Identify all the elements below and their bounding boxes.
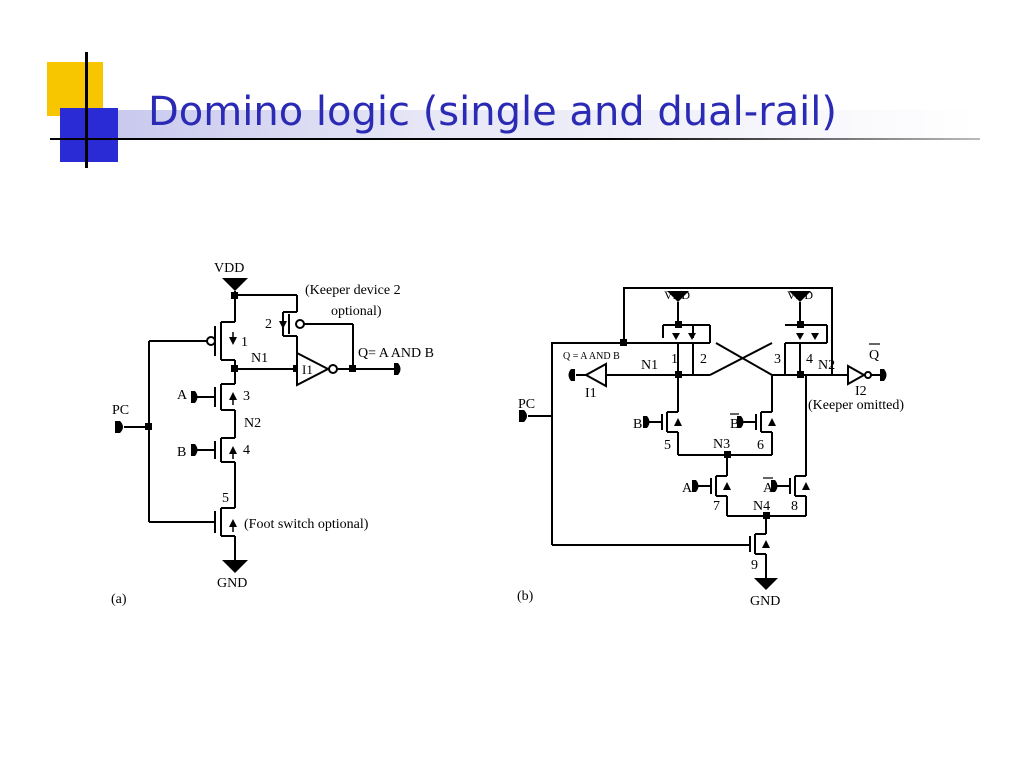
diagram-b-labels: VDD VDD Q = A AND B N1 1 2 3 4 N2 Q I2 I… — [517, 288, 904, 609]
a-vdd-label: VDD — [214, 261, 244, 276]
diagram-b — [519, 287, 887, 590]
b-keeper-label: (Keeper omitted) — [808, 398, 904, 413]
a-n2-label: N2 — [244, 416, 261, 431]
b-pc-label: PC — [518, 397, 535, 412]
b-t9-label: 9 — [751, 558, 758, 573]
a-input-b-label: B — [177, 445, 186, 460]
a-t4-label: 4 — [243, 443, 250, 458]
decor-horizontal-line — [50, 138, 980, 140]
b-input-bbar-label: B — [730, 417, 739, 432]
a-t5-label: 5 — [222, 491, 229, 506]
b-input-a-label: A — [682, 481, 693, 496]
b-output-label: Q = A AND B — [563, 351, 620, 362]
b-qbar-label: Q — [869, 348, 879, 363]
a-pc-label: PC — [112, 403, 129, 418]
a-t3-label: 3 — [243, 389, 250, 404]
b-t6-label: 6 — [757, 438, 764, 453]
b-i1-label: I1 — [585, 386, 597, 401]
b-i2-label: I2 — [855, 384, 867, 399]
decor-yellow-square — [47, 62, 103, 116]
a-t1-label: 1 — [241, 335, 248, 350]
b-t8-label: 8 — [791, 499, 798, 514]
b-t4-label: 4 — [806, 352, 813, 367]
b-vdd-right-label: VDD — [787, 288, 813, 302]
a-output-label: Q= A AND B — [358, 346, 434, 361]
b-t1-label: 1 — [671, 352, 678, 367]
b-gnd-label: GND — [750, 594, 780, 609]
a-gnd-label: GND — [217, 576, 247, 591]
b-t3-label: 3 — [774, 352, 781, 367]
b-n4-label: N4 — [753, 499, 770, 514]
b-t5-label: 5 — [664, 438, 671, 453]
vdd-right-symbol — [789, 291, 811, 302]
b-n1-label: N1 — [641, 358, 658, 373]
a-caption: (a) — [111, 592, 127, 607]
gnd-symbol — [222, 560, 248, 573]
decor-title-bar — [118, 110, 978, 138]
b-vdd-left-label: VDD — [664, 288, 690, 302]
b-t2-label: 2 — [700, 352, 707, 367]
a-t2-label: 2 — [265, 317, 272, 332]
a-input-a-label: A — [177, 388, 188, 403]
slide-title: Domino logic (single and dual-rail) — [148, 89, 837, 135]
vdd-left-symbol — [667, 291, 689, 302]
a-inverter-label: I1 — [302, 362, 313, 377]
b-input-b-label: B — [633, 417, 642, 432]
diagram-a — [115, 278, 401, 573]
b-input-abar-label: A — [763, 481, 774, 496]
b-n3-label: N3 — [713, 437, 730, 452]
a-keeper-label-2: optional) — [331, 304, 382, 319]
a-keeper-label-1: (Keeper device 2 — [305, 283, 401, 298]
a-foot-label: (Foot switch optional) — [244, 517, 369, 532]
b-t7-label: 7 — [713, 499, 720, 514]
gnd-symbol-b — [754, 578, 778, 590]
vdd-symbol — [222, 278, 248, 291]
diagram-a-labels: VDD (Keeper device 2 optional) 2 1 N1 Q=… — [111, 261, 434, 607]
a-n1-label: N1 — [251, 351, 268, 366]
b-n2-label: N2 — [818, 358, 835, 373]
decor-vertical-line — [85, 52, 88, 168]
decor-blue-square — [60, 108, 118, 162]
b-caption: (b) — [517, 589, 534, 604]
